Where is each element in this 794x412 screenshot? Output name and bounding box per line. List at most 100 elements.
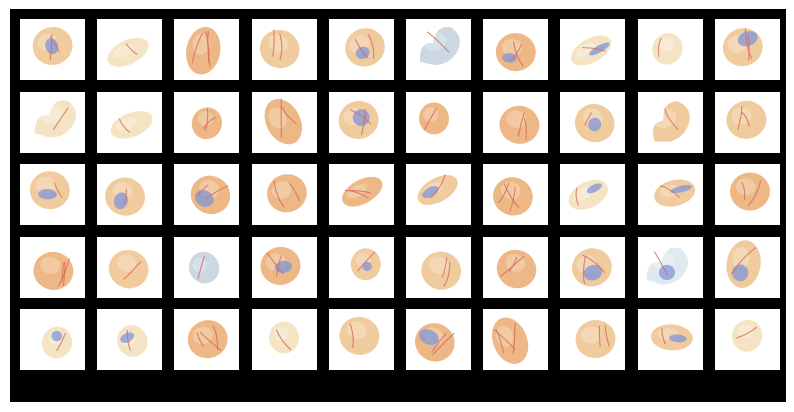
cell-image bbox=[726, 100, 767, 139]
cell-image bbox=[268, 321, 299, 354]
crack-line bbox=[497, 182, 510, 204]
cell-tile bbox=[406, 19, 471, 80]
crack-line bbox=[344, 189, 369, 200]
crack-line bbox=[513, 41, 524, 67]
cell-image bbox=[107, 37, 149, 67]
cell-body bbox=[339, 317, 380, 356]
crack-line bbox=[52, 107, 69, 130]
cell-body bbox=[731, 320, 763, 353]
cell-body bbox=[493, 177, 533, 216]
crack-line bbox=[431, 333, 447, 353]
crack-line bbox=[354, 38, 369, 59]
cell-highlight bbox=[735, 178, 756, 196]
crack-line bbox=[288, 182, 301, 202]
crack-line bbox=[653, 251, 668, 276]
crack-line bbox=[49, 34, 53, 61]
cell-image bbox=[419, 26, 460, 66]
cell-highlight bbox=[40, 256, 61, 274]
cell-tile bbox=[97, 164, 163, 226]
cell-tile bbox=[560, 91, 626, 153]
crack-line bbox=[512, 323, 516, 355]
cell-image bbox=[571, 35, 612, 66]
cell-image bbox=[266, 174, 307, 213]
crack-line bbox=[426, 31, 450, 53]
cell-body bbox=[421, 251, 462, 290]
cell-image bbox=[192, 107, 223, 139]
cell-tile bbox=[637, 91, 703, 153]
blue-stain bbox=[51, 331, 63, 342]
cell-tile bbox=[20, 236, 85, 298]
crack-line bbox=[281, 106, 297, 124]
cell-tile bbox=[406, 236, 471, 298]
crack-line bbox=[118, 118, 131, 133]
cell-tile bbox=[560, 309, 626, 371]
blue-stain bbox=[362, 261, 372, 271]
crack-line bbox=[207, 31, 212, 68]
crack-line bbox=[741, 181, 746, 201]
cell-image bbox=[117, 325, 148, 358]
crack-line bbox=[124, 188, 128, 204]
cell-highlight bbox=[428, 256, 449, 274]
crack-line bbox=[123, 260, 142, 280]
cell-highlight bbox=[658, 36, 674, 52]
cell-body bbox=[189, 251, 220, 284]
cell-image bbox=[569, 179, 609, 210]
cell-body bbox=[33, 251, 74, 290]
cell-body bbox=[110, 110, 153, 139]
cell-tile bbox=[560, 164, 626, 226]
cell-highlight bbox=[192, 33, 211, 55]
crack-line bbox=[62, 261, 66, 286]
cell-tile bbox=[174, 236, 240, 298]
cell-image bbox=[264, 98, 302, 144]
cell-body bbox=[117, 325, 148, 358]
cell-image bbox=[496, 249, 537, 289]
cell-image bbox=[414, 323, 455, 362]
crack-line bbox=[56, 333, 67, 352]
cell-image bbox=[651, 33, 683, 65]
crack-line bbox=[747, 180, 761, 207]
cell-image bbox=[492, 317, 529, 365]
cell-highlight bbox=[502, 38, 523, 56]
crack-line bbox=[205, 185, 229, 200]
crack-line bbox=[744, 28, 752, 60]
cell-tile bbox=[637, 164, 703, 226]
cell-image bbox=[344, 28, 385, 67]
crack-line bbox=[660, 328, 666, 345]
cell-tile bbox=[483, 309, 549, 371]
crack-line bbox=[583, 256, 587, 285]
blue-stain bbox=[587, 183, 603, 194]
crack-line bbox=[736, 105, 743, 130]
blue-stain bbox=[38, 189, 57, 200]
crack-line bbox=[510, 43, 523, 61]
cell-tile bbox=[174, 164, 240, 226]
cell-tile bbox=[714, 19, 780, 80]
crack-line bbox=[367, 33, 375, 59]
cell-tile bbox=[97, 91, 163, 153]
cell-tile bbox=[406, 309, 471, 371]
cell-image bbox=[722, 28, 763, 67]
cell-image bbox=[650, 324, 693, 351]
cell-image bbox=[341, 177, 383, 207]
blue-stain bbox=[737, 31, 758, 47]
crack-line bbox=[423, 107, 438, 130]
crack-line bbox=[57, 257, 70, 287]
crack-line bbox=[584, 111, 593, 126]
cell-body bbox=[499, 105, 540, 144]
cell-highlight bbox=[39, 104, 63, 123]
cell-tile bbox=[483, 19, 549, 80]
crack-line bbox=[356, 251, 376, 272]
cell-tile bbox=[714, 164, 780, 226]
cell-image bbox=[350, 248, 381, 281]
blue-stain bbox=[668, 334, 687, 343]
cell-highlight bbox=[193, 327, 214, 345]
cell-tile bbox=[20, 164, 85, 226]
cell-image bbox=[729, 172, 770, 211]
crack-line bbox=[272, 180, 285, 208]
crack-line bbox=[740, 111, 750, 127]
cell-body bbox=[266, 174, 307, 213]
crack-line bbox=[125, 43, 138, 55]
cell-tile bbox=[483, 164, 549, 226]
crack-line bbox=[280, 98, 282, 138]
cell-image bbox=[339, 317, 380, 356]
cell-image bbox=[189, 251, 220, 284]
